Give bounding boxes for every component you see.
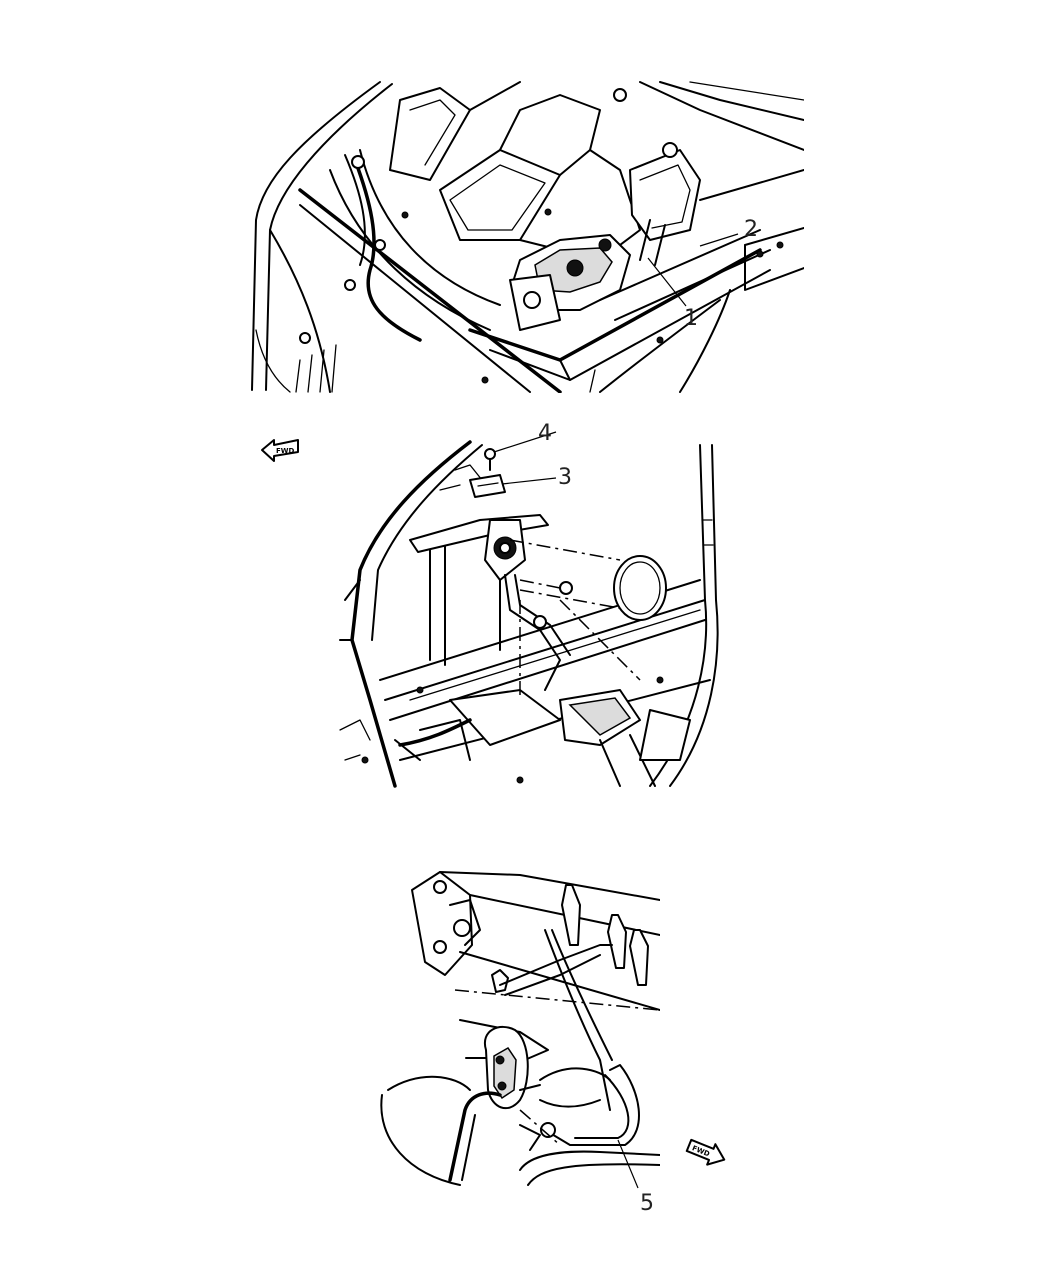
- callout-3: 3: [558, 465, 572, 490]
- forward-label: FWD: [276, 447, 295, 455]
- view-3-isolator-detail: 5: [380, 871, 660, 1216]
- callout-5: 5: [640, 1191, 654, 1216]
- callout-4: 4: [538, 421, 552, 446]
- callout-2: 2: [744, 217, 758, 242]
- forward-arrow-icon: FWD: [261, 439, 299, 462]
- view-2-rear-hanger: 4 3: [339, 421, 719, 788]
- callout-1: 1: [684, 306, 698, 331]
- view-1-engine-compartment: 1 2: [251, 81, 804, 393]
- forward-arrow-icon-2: FWD: [685, 1138, 726, 1166]
